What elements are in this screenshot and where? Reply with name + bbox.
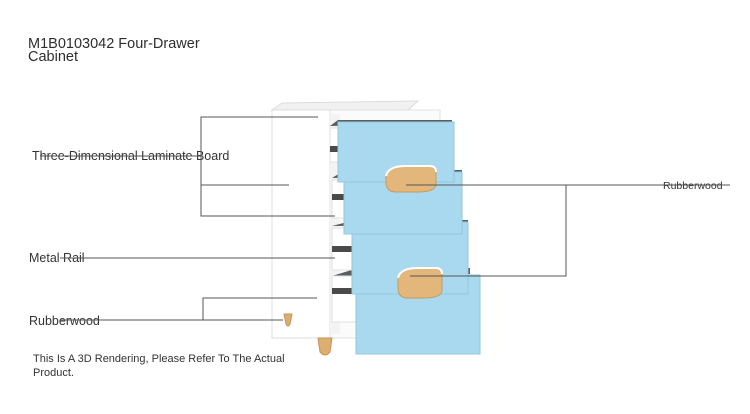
leader-lines (40, 116, 730, 321)
rendering-note: This Is A 3D Rendering, Please Refer To … (33, 353, 285, 379)
callout-rubberwood-handle: Rubberwood (663, 180, 723, 192)
callout-metal-rail: Metal Rail (29, 251, 85, 265)
handle-bottom (397, 267, 443, 299)
handle-top (385, 165, 437, 193)
cabinet-feet (283, 313, 333, 356)
product-title: M1B0103042 Four-Drawer Cabinet (28, 36, 200, 65)
callout-rubberwood-feet: Rubberwood (29, 314, 100, 328)
